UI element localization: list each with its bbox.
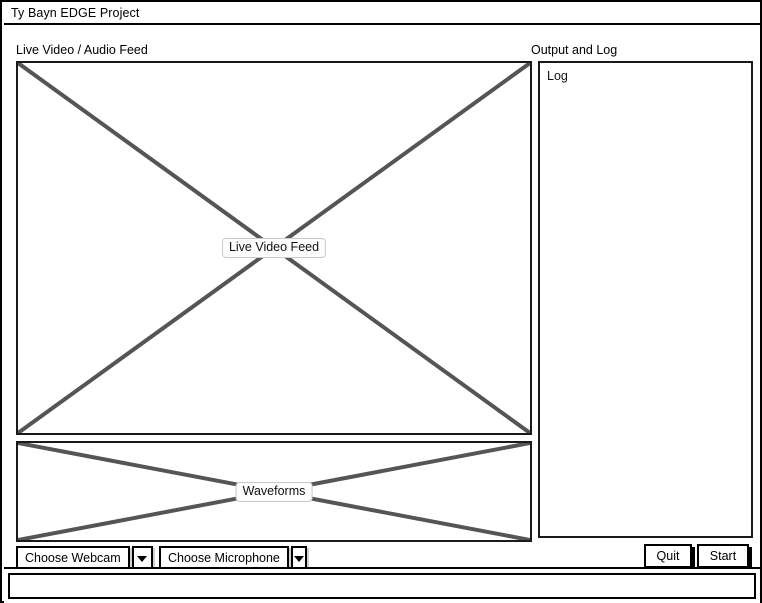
main-content: Live Video / Audio Feed Output and Log L… xyxy=(4,27,760,571)
chevron-down-icon xyxy=(137,555,148,562)
quit-button[interactable]: Quit xyxy=(644,544,692,568)
title-bar: Ty Bayn EDGE Project xyxy=(4,4,760,25)
status-bar-text xyxy=(8,573,756,599)
live-feed-section-label: Live Video / Audio Feed xyxy=(16,43,148,57)
live-video-feed-placeholder-label: Live Video Feed xyxy=(221,237,327,259)
live-video-feed-panel[interactable]: Live Video Feed xyxy=(16,61,532,435)
output-log-section-label: Output and Log xyxy=(531,43,618,57)
log-text: Log xyxy=(547,69,568,83)
chevron-down-icon xyxy=(293,555,304,562)
waveform-placeholder-label: Waveforms xyxy=(235,481,313,502)
log-output-panel[interactable]: Log xyxy=(538,61,753,538)
window-title: Ty Bayn EDGE Project xyxy=(11,6,140,21)
microphone-select-value[interactable]: Choose Microphone xyxy=(159,546,289,571)
status-bar xyxy=(4,567,760,603)
start-button[interactable]: Start xyxy=(697,544,749,568)
webcam-select-value[interactable]: Choose Webcam xyxy=(16,546,130,571)
waveform-panel[interactable]: Waveforms xyxy=(16,441,532,542)
